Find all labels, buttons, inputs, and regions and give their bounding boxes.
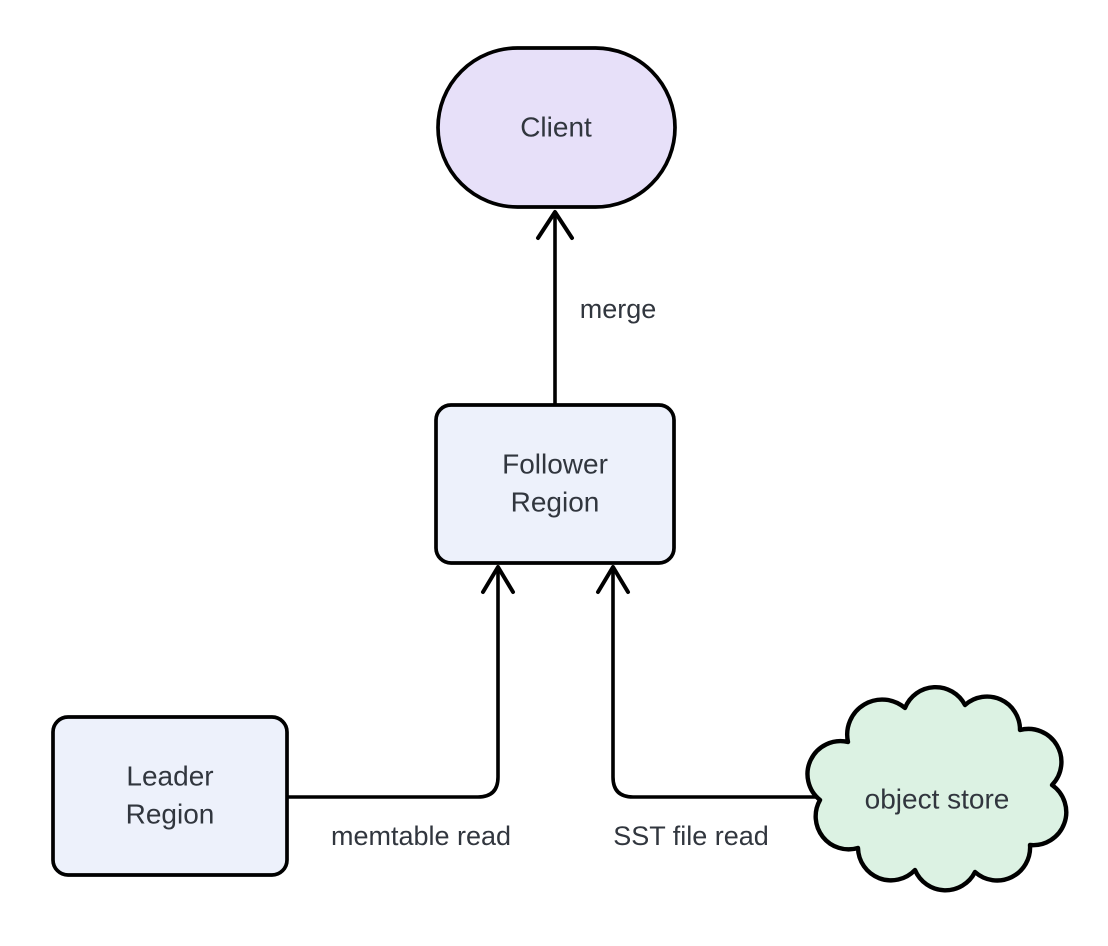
edge-memtable-read: memtable read	[286, 565, 515, 851]
node-leader-region-label: Leader	[126, 760, 213, 791]
edge-sst-file-read-arrowhead	[596, 565, 630, 594]
edge-merge-label: merge	[580, 294, 657, 324]
node-leader-region: Leader Region	[51, 715, 289, 877]
edge-sst-file-read-label: SST file read	[613, 821, 769, 851]
edge-memtable-read-line	[286, 570, 500, 799]
edge-merge: merge	[536, 210, 657, 405]
node-follower-region-label: Follower	[502, 448, 608, 479]
edge-merge-arrowhead	[536, 210, 574, 240]
node-follower-region-label2: Region	[511, 486, 600, 517]
node-client-shape	[436, 46, 677, 209]
edge-sst-file-read: SST file read	[596, 565, 822, 851]
node-object-store-label: object store	[865, 783, 1010, 814]
node-object-store-cloud-shape	[805, 684, 1069, 893]
node-leader-region-label2: Region	[126, 798, 215, 829]
edge-sst-file-read-line	[611, 570, 822, 799]
edge-memtable-read-label: memtable read	[331, 821, 511, 851]
node-leader-region-shape	[51, 715, 289, 877]
node-follower-region-shape	[434, 403, 676, 565]
node-client: Client	[436, 46, 677, 209]
edge-memtable-read-arrowhead	[481, 565, 515, 594]
node-object-store: object store	[805, 684, 1069, 893]
node-follower-region: Follower Region	[434, 403, 676, 565]
node-client-label: Client	[520, 111, 592, 142]
